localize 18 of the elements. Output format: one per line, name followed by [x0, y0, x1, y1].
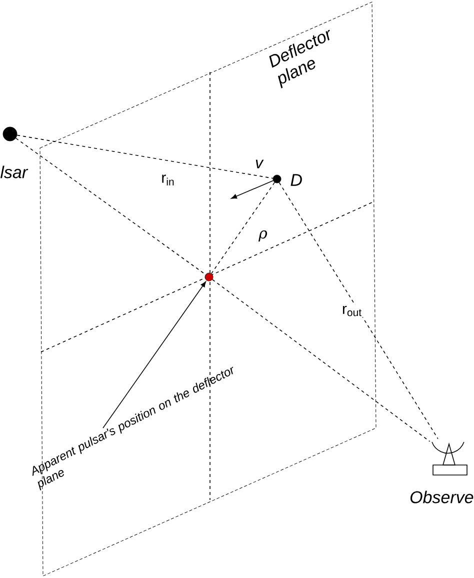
telescope-drawing: [432, 442, 468, 476]
node-label: lsar: [0, 166, 28, 178]
dot: [2, 126, 18, 142]
edge-label: r$_{in}$: [160, 174, 176, 186]
arrow: [102, 281, 206, 428]
arrow: [231, 180, 274, 199]
sight-line: [212, 279, 430, 442]
edge-label: v: [254, 158, 264, 170]
sight-line: [278, 182, 438, 440]
node-label: Observe: [410, 490, 474, 504]
edge-label: ρ: [258, 229, 268, 243]
node-label: D: [290, 174, 302, 186]
edge-label: r$_{out}$: [340, 304, 364, 318]
sight-line: [15, 138, 206, 275]
dot: [272, 174, 282, 184]
dot: [204, 272, 214, 282]
sight-line: [211, 182, 275, 274]
sight-line: [16, 134, 274, 179]
